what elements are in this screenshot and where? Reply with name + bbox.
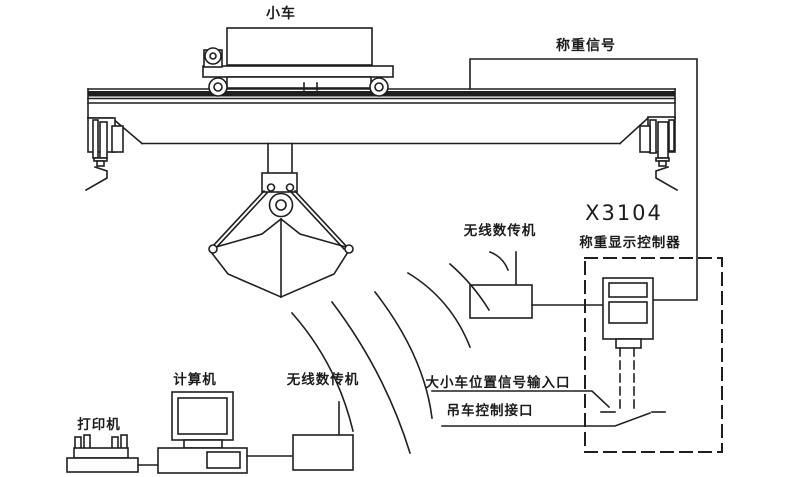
controller-connector bbox=[615, 338, 642, 349]
callout-position-input-line bbox=[431, 390, 611, 409]
computer bbox=[157, 391, 248, 474]
bridge-girder bbox=[87, 88, 676, 145]
controller-display-bottom bbox=[608, 301, 648, 324]
controller-dashed-box bbox=[584, 257, 723, 453]
wireless-upper-label: 无线数传机 bbox=[463, 223, 537, 239]
grab-bucket bbox=[208, 142, 354, 299]
monitor-screen bbox=[177, 397, 228, 435]
wireless-lower-label: 无线数传机 bbox=[286, 372, 360, 388]
radio-waves bbox=[290, 250, 510, 455]
printer bbox=[66, 434, 139, 473]
drive-bay bbox=[206, 451, 241, 469]
weighing-signal-label: 称重信号 bbox=[556, 38, 616, 54]
trolley-label: 小车 bbox=[266, 6, 296, 22]
controller-unit bbox=[584, 257, 723, 453]
callout-crane-control-line bbox=[441, 411, 652, 427]
end-truck-left bbox=[84, 117, 124, 192]
wireless-box-crane bbox=[469, 251, 603, 319]
wireless-box-ground bbox=[292, 401, 354, 471]
trolley bbox=[202, 27, 394, 97]
weighing-signal-line bbox=[469, 58, 698, 301]
controller-display-top bbox=[608, 282, 648, 298]
crane-control-label: 吊车控制接口 bbox=[446, 403, 534, 419]
controller-label: 称重显示控制器 bbox=[579, 235, 681, 251]
end-truck-right bbox=[639, 116, 679, 192]
position-input-label: 大小车位置信号输入口 bbox=[425, 375, 571, 391]
printer-label: 打印机 bbox=[77, 417, 121, 433]
computer-label: 计算机 bbox=[173, 372, 217, 388]
model-label: X3104 bbox=[585, 201, 663, 225]
